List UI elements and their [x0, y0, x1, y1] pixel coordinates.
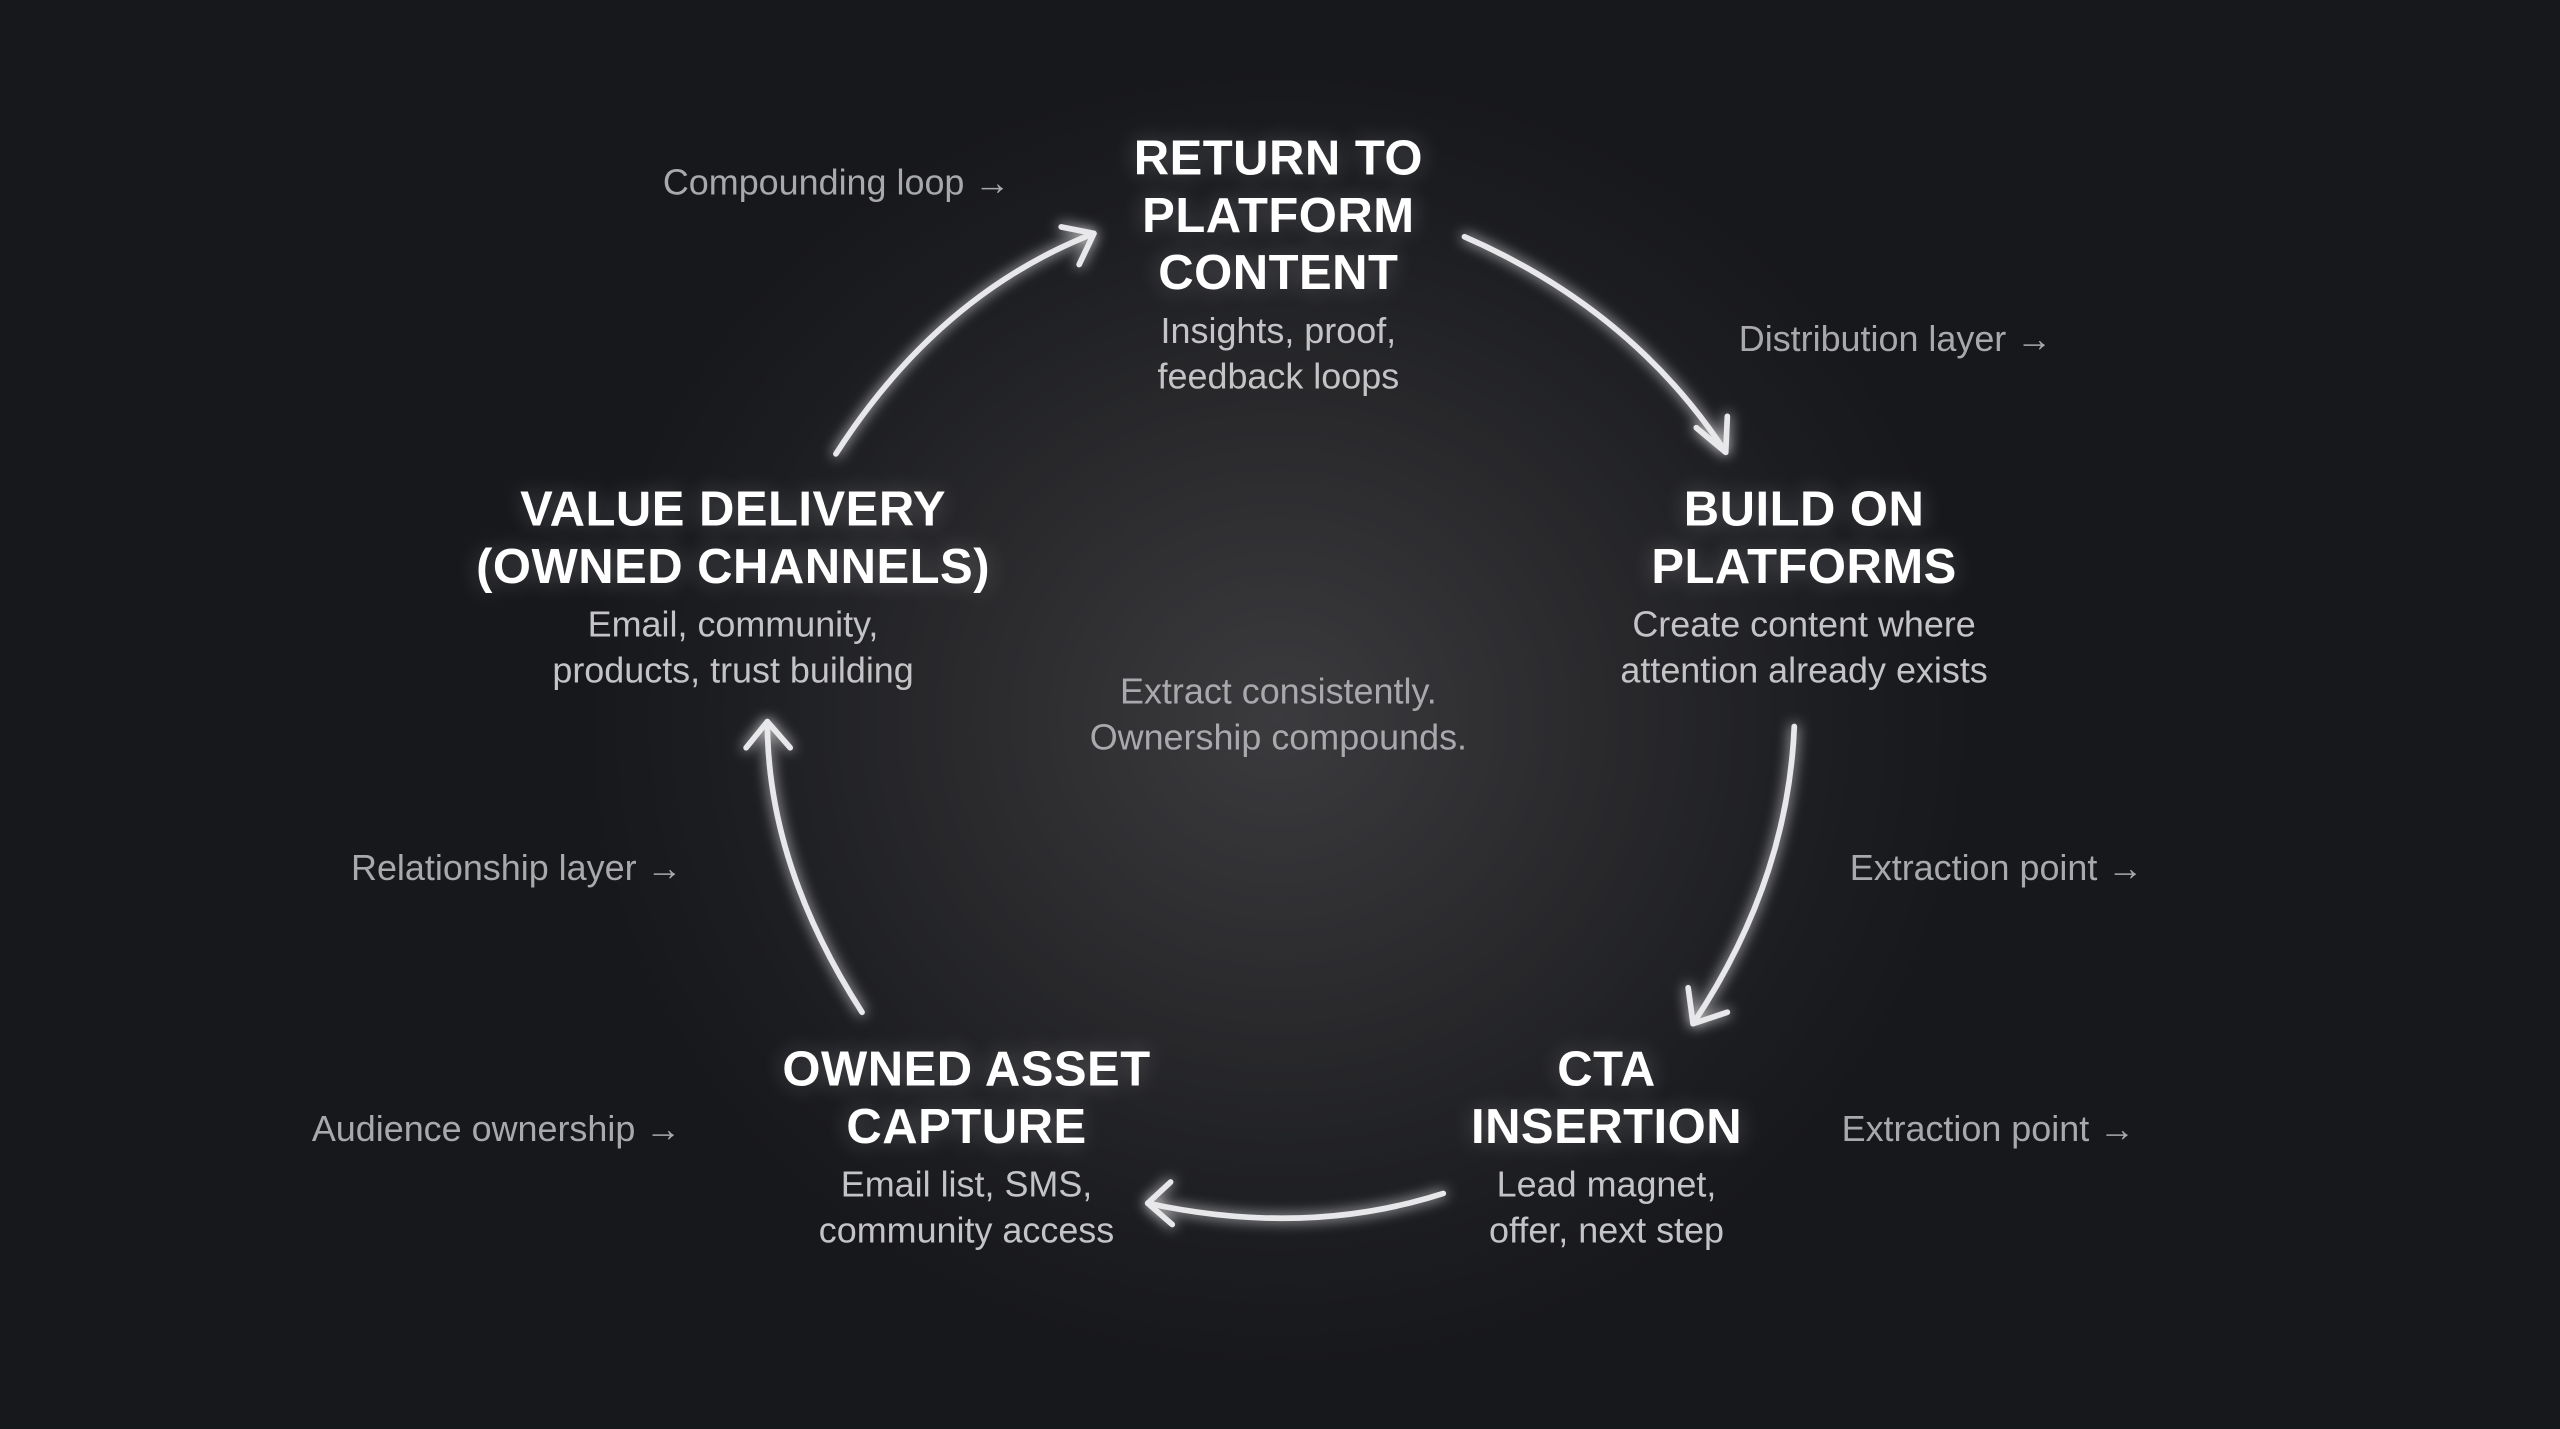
node-subtitle: Email list, SMS, [840, 1164, 1093, 1205]
arrow-value-to-return [833, 224, 1097, 457]
node-title: BUILD ON [1683, 483, 1925, 538]
node-title: CONTENT [1158, 246, 1399, 301]
node-title: (OWNED CHANNELS) [476, 540, 991, 595]
label-distribution-layer: Distribution layer → [1738, 318, 2053, 360]
node-subtitle: Email, community, [587, 604, 879, 645]
node-title: RETURN TO [1133, 132, 1423, 187]
center-caption: Extract consistently. Ownership compound… [936, 669, 1622, 760]
node-subtitle: offer, next step [1489, 1209, 1725, 1251]
node-title: VALUE DELIVERY [520, 483, 947, 538]
node-subtitle: community access [818, 1209, 1115, 1251]
label-extraction-point-2: Extraction point → [1841, 1108, 2136, 1150]
arrow-return-to-build [1461, 233, 1731, 456]
node-title: INSERTION [1470, 1100, 1743, 1155]
arrow-owned-to-value [743, 718, 865, 1016]
node-subtitle: Insights, proof, [1160, 310, 1397, 352]
node-title: OWNED ASSET [782, 1043, 1151, 1098]
node-title: CTA [1557, 1043, 1656, 1098]
node-subtitle: products, trust building [552, 649, 914, 691]
label-relationship-layer: Relationship layer → [351, 847, 683, 889]
node-subtitle: feedback loops [1157, 355, 1400, 397]
arrow-build-to-cta [1685, 723, 1798, 1027]
center-line: Ownership compounds. [1089, 716, 1468, 758]
center-line: Extract consistently. [1119, 671, 1437, 712]
node-value-delivery: VALUE DELIVERY(OWNED CHANNELS) Email, co… [390, 482, 1076, 694]
label-audience-ownership: Audience ownership → [311, 1108, 682, 1150]
node-subtitle: attention already exists [1620, 649, 1988, 691]
node-subtitle: Create content where [1632, 604, 1976, 645]
node-subtitle: Lead magnet, [1496, 1164, 1717, 1205]
node-title: PLATFORM [1142, 189, 1415, 244]
node-title: CAPTURE [846, 1100, 1087, 1155]
label-compounding-loop: Compounding loop → [662, 161, 1011, 203]
arrow-cta-to-owned [1144, 1179, 1447, 1228]
label-extraction-point-1: Extraction point → [1849, 847, 2144, 889]
node-title: PLATFORMS [1651, 540, 1957, 595]
